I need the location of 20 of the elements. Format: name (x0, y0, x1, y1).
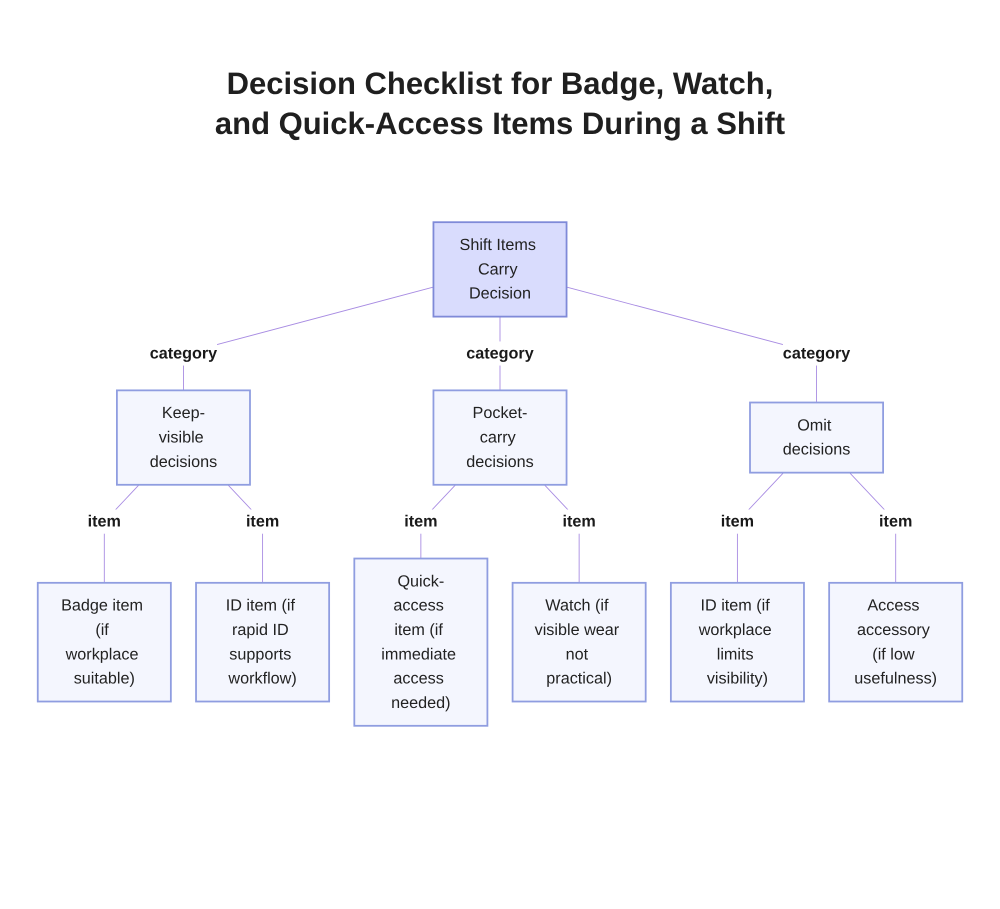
edge-label: category (150, 341, 218, 366)
process-box: ID item (if rapid ID supports workflow) (195, 582, 330, 702)
edge-label: category (466, 341, 534, 366)
process-box: Shift Items Carry Decision (432, 221, 568, 318)
edge-label: item (720, 510, 754, 534)
process-box: Quick-access item (if immediate access needed) (353, 558, 488, 727)
process-box: Keep-visible decisions (116, 389, 251, 486)
process-box: Omit decisions (749, 402, 884, 474)
process-box: Access accessory (if low usefulness) (828, 582, 964, 702)
edge-label: item (879, 510, 912, 534)
process-box: Pocket-carry decisions (432, 389, 568, 486)
edge-label: item (88, 510, 121, 534)
process-box: ID item (if workplace limits visibility) (670, 582, 805, 702)
edge-label: item (562, 510, 596, 534)
edge-label: category (782, 341, 850, 366)
process-box: Watch (if visible wear not practical) (512, 582, 647, 702)
edge-label: item (404, 510, 438, 534)
process-box: Badge item (if workplace suitable) (36, 582, 172, 702)
diagram-title: Decision Checklist for Badge, Watch, and Quick-Access Items During a Shift (214, 65, 786, 144)
edge-label: item (246, 510, 280, 534)
